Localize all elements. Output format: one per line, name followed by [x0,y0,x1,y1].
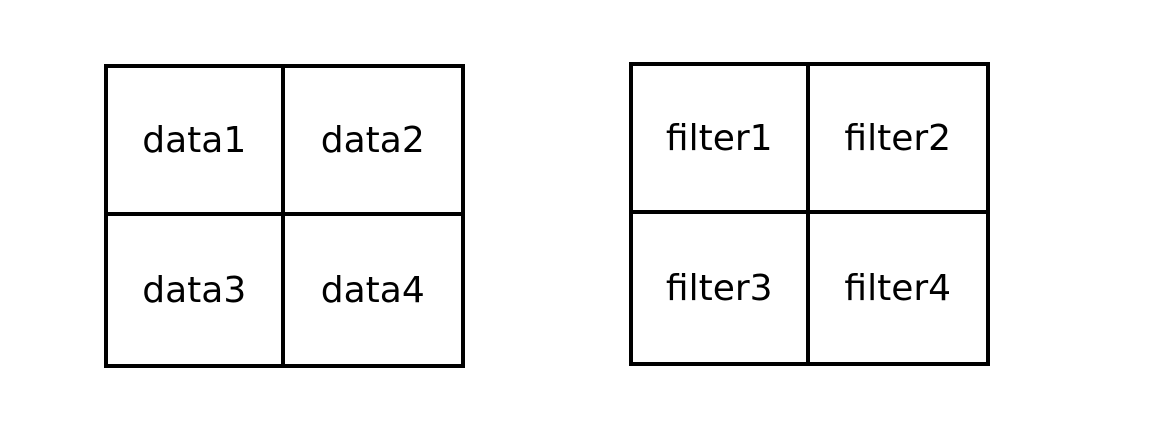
data-cell-1: data1 [108,68,285,216]
data-cell-2: data2 [284,68,461,216]
data-cell-3: data3 [108,216,285,364]
data-matrix: data1 data2 data3 data4 [104,64,465,368]
filter-cell-1: filter1 [633,66,810,214]
filter-cell-3: filter3 [633,214,810,362]
filter-cell-4: filter4 [844,267,952,309]
filter-cell-2: filter2 [809,66,986,214]
data-cell-4: data4 [320,269,425,311]
filter-matrix: filter1 filter2 filter3 filter4 [629,62,990,366]
